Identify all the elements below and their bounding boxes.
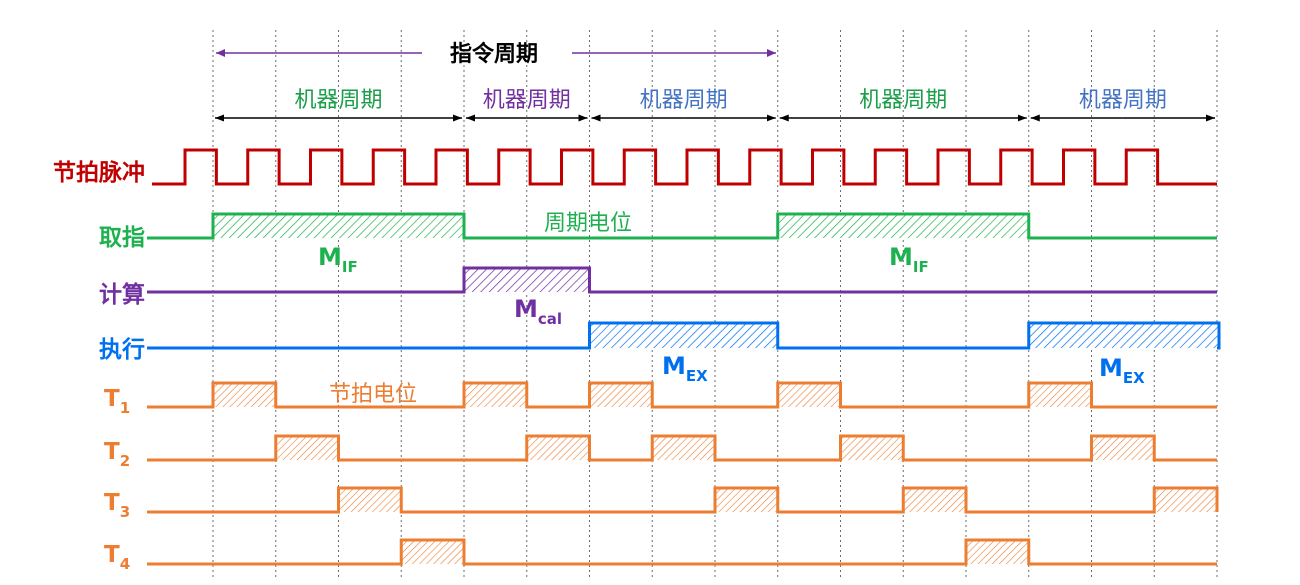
t4-waveform	[147, 538, 1217, 566]
machine-cycle-row: 机器周期 机器周期 机器周期 机器周期 机器周期	[215, 88, 1215, 122]
waveforms	[147, 148, 1221, 566]
machine-cycle-label: 机器周期	[483, 88, 571, 113]
execute-active-region	[1028, 323, 1219, 348]
t1-active-beat	[213, 383, 276, 407]
fetch-signal-label: 取指	[99, 225, 145, 251]
fetch-waveform	[147, 212, 1217, 240]
period-potential-note: 周期电位	[544, 211, 632, 236]
instruction-cycle-label: 指令周期	[450, 41, 538, 67]
t4-active-beat	[966, 540, 1029, 564]
compute-waveform	[147, 266, 1217, 294]
t1-signal-label: T1	[104, 386, 130, 417]
m-ex-label-2: MEX	[1099, 354, 1145, 387]
machine-cycle-label: 机器周期	[1079, 88, 1167, 113]
t2-signal-label: T2	[104, 439, 130, 470]
t3-signal-label: T3	[104, 490, 130, 521]
t3-active-beat	[903, 488, 966, 512]
instruction-cycle-span: 指令周期	[216, 41, 776, 67]
compute-active-region	[464, 268, 590, 292]
signal-labels: 节拍脉冲 取指 计算 执行 T1 T2 T3 T4	[53, 160, 145, 573]
t2-waveform	[147, 434, 1217, 462]
beat-potential-note: 节拍电位	[329, 382, 417, 407]
t3-active-beat	[338, 488, 402, 512]
fetch-active-region	[213, 214, 464, 238]
t4-active-beat	[401, 540, 464, 564]
t3-waveform	[147, 486, 1219, 514]
annotations: 周期电位 节拍电位 MIF MIF Mcal MEX MEX	[318, 211, 1145, 407]
m-ex-label-1: MEX	[662, 352, 708, 385]
clock-signal-label: 节拍脉冲	[53, 160, 145, 186]
clock-waveform	[152, 148, 1217, 186]
t3-active-beat	[1154, 488, 1217, 512]
machine-cycle-label: 机器周期	[640, 88, 728, 113]
t2-active-beat	[652, 436, 715, 460]
t2-active-beat	[1091, 436, 1155, 460]
m-if-label-1: MIF	[318, 243, 358, 276]
t2-active-beat	[275, 436, 339, 460]
fetch-active-region	[777, 214, 1029, 238]
t1-active-beat	[464, 383, 527, 407]
execute-waveform	[147, 321, 1221, 350]
m-if-label-2: MIF	[889, 243, 929, 276]
t1-active-beat	[589, 383, 653, 407]
execute-signal-label: 执行	[99, 336, 145, 363]
t3-active-beat	[715, 488, 778, 512]
machine-cycle-label: 机器周期	[859, 88, 947, 113]
dotted-gridlines	[212, 30, 1218, 580]
machine-cycle-label: 机器周期	[294, 88, 382, 113]
compute-signal-label: 计算	[99, 281, 145, 308]
t2-active-beat	[840, 436, 904, 460]
t1-active-beat	[777, 383, 841, 407]
t1-active-beat	[1028, 383, 1092, 407]
t1-waveform	[147, 381, 1217, 409]
t4-signal-label: T4	[104, 542, 130, 573]
t2-active-beat	[526, 436, 590, 460]
m-cal-label: Mcal	[514, 295, 562, 328]
execute-active-region	[589, 323, 778, 348]
